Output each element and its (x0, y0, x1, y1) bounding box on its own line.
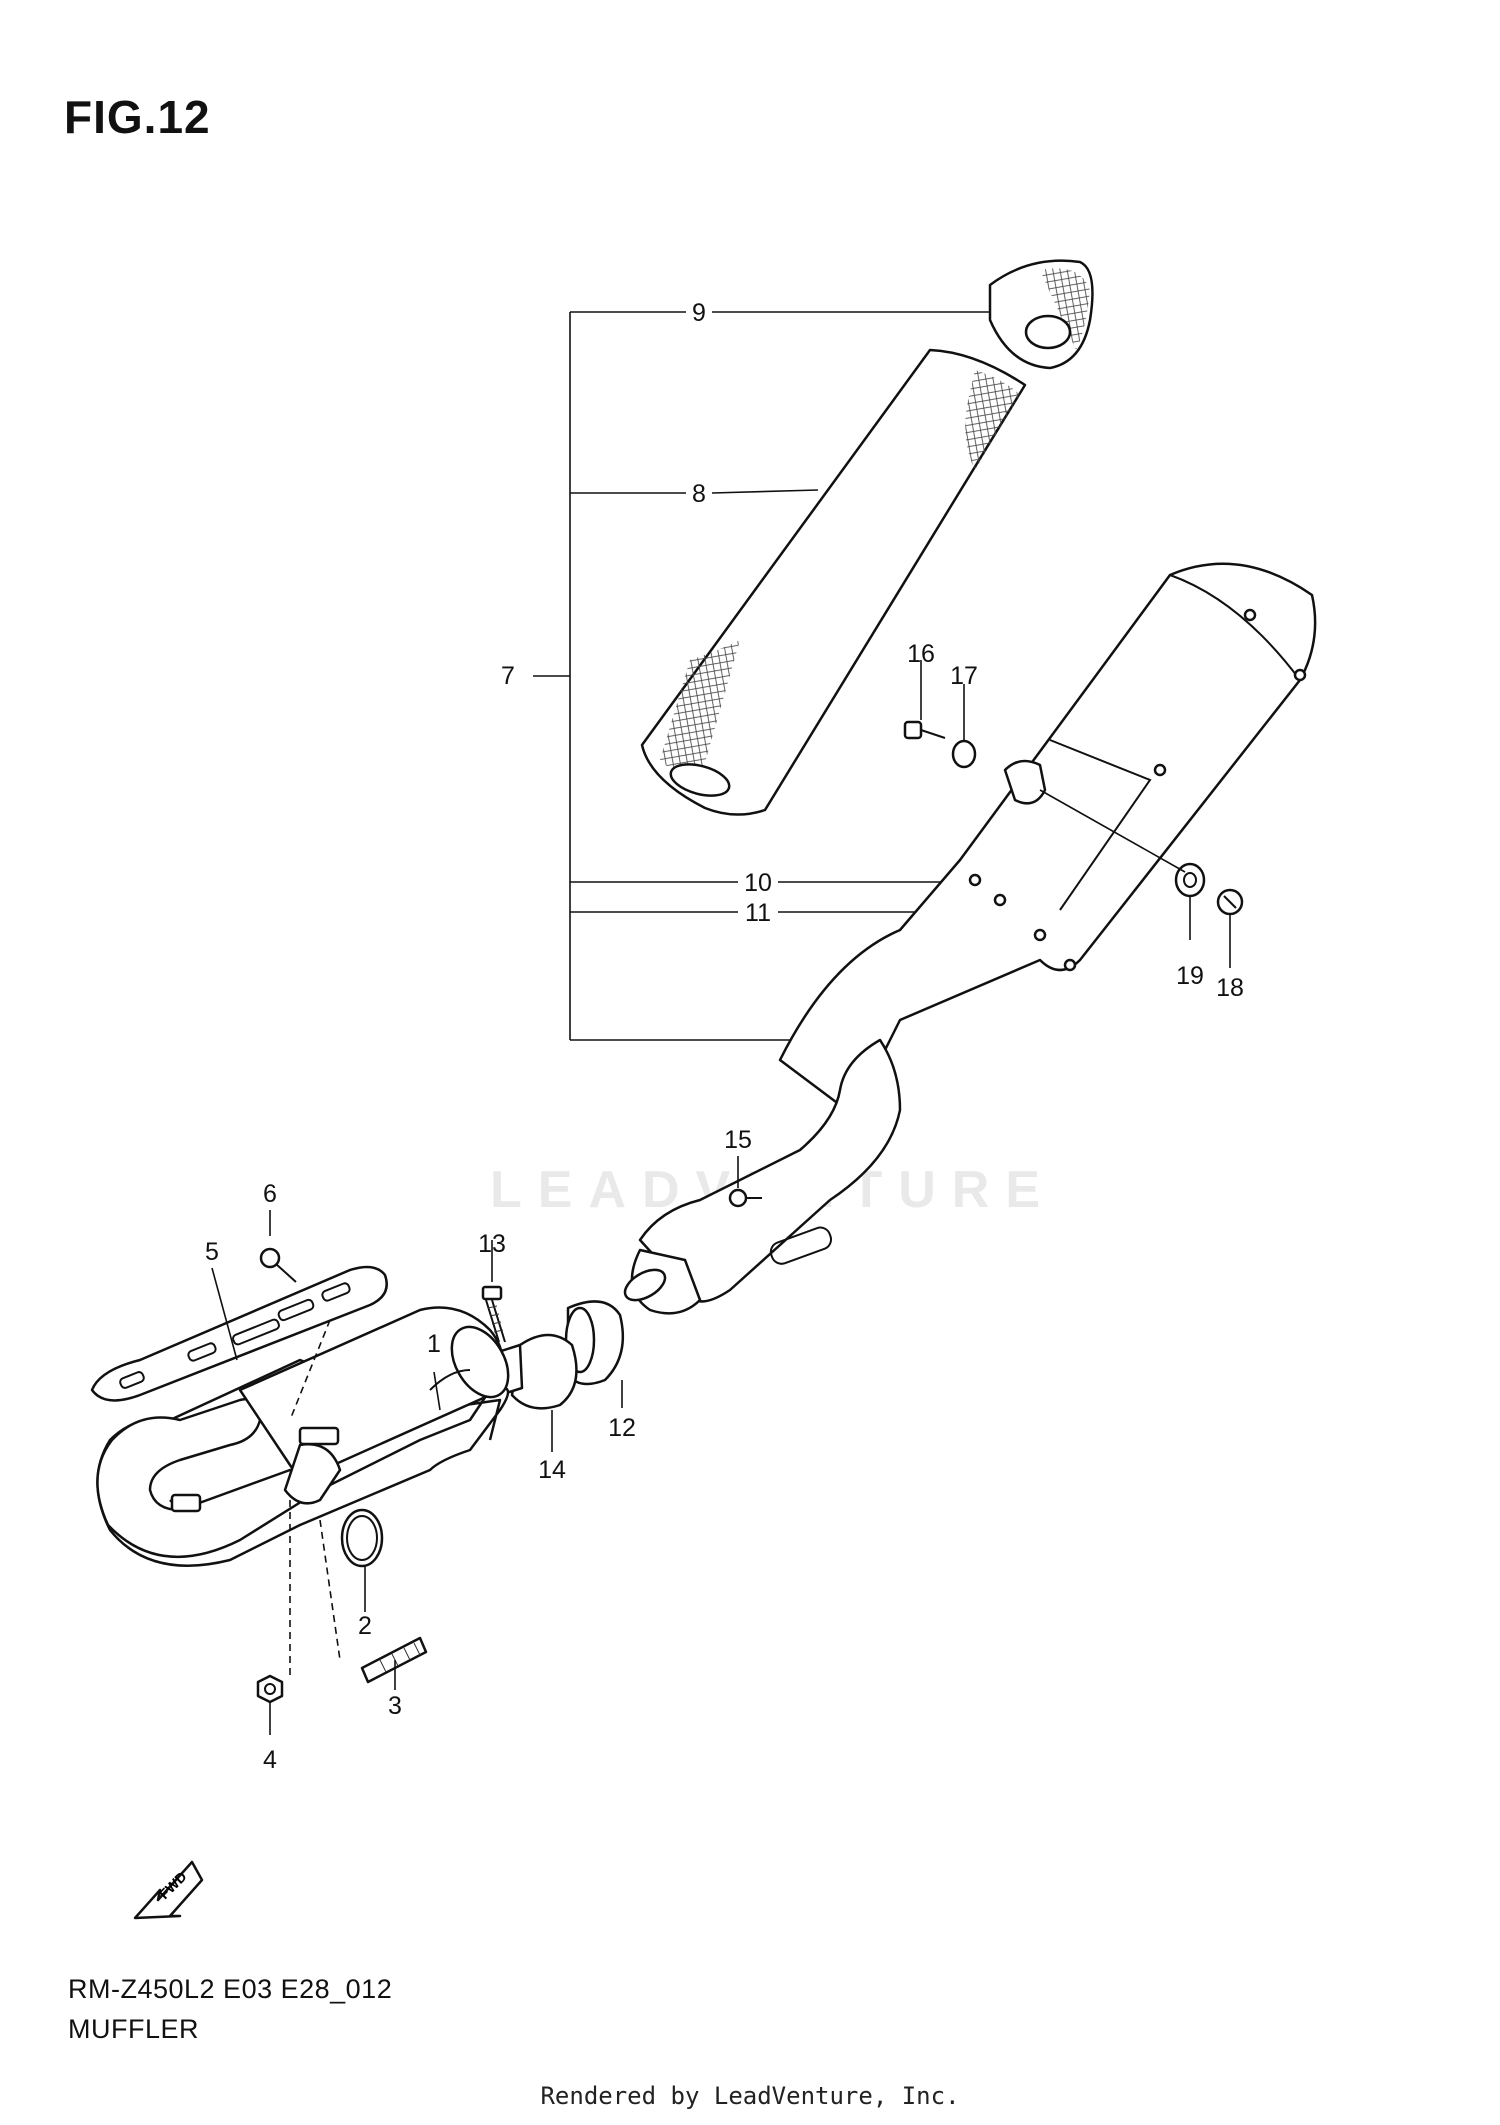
mid-pipe[interactable] (620, 1038, 902, 1315)
callout-10[interactable]: 10 (744, 869, 772, 897)
exhaust-pipe-part-1[interactable] (96, 1306, 519, 1567)
collar-part-19[interactable] (1174, 862, 1206, 898)
muffler-cover-part-8[interactable] (640, 348, 1027, 816)
callout-19[interactable]: 19 (1176, 962, 1204, 990)
end-cap-part-9[interactable] (988, 259, 1094, 370)
bolt-part-15[interactable] (728, 1188, 762, 1208)
callout-8[interactable]: 8 (692, 480, 706, 508)
o-ring-part-2[interactable] (340, 1508, 384, 1568)
figure-title: FIG.12 (64, 91, 211, 143)
heat-shield-part-5[interactable] (90, 1265, 388, 1402)
callout-18[interactable]: 18 (1216, 974, 1244, 1002)
callout-4[interactable]: 4 (263, 1746, 277, 1774)
leader-lines (211, 660, 1231, 1735)
callout-11[interactable]: 11 (745, 899, 771, 927)
callout-17[interactable]: 17 (950, 662, 978, 690)
bolt-part-13[interactable] (481, 1285, 506, 1343)
section-name: MUFFLER (68, 2014, 199, 2044)
bolt-part-6[interactable] (259, 1247, 297, 1283)
muffler-body[interactable] (778, 562, 1317, 1122)
group-7-bracket (533, 311, 1014, 1041)
callout-6[interactable]: 6 (263, 1180, 277, 1208)
forward-direction-arrow: FWD (133, 1860, 204, 1920)
bolt-part-18[interactable] (1216, 888, 1244, 916)
callout-labels: 1 2 3 4 5 6 7 8 9 10 11 12 13 14 15 16 1… (205, 299, 1244, 1774)
nut-part-4[interactable] (256, 1674, 284, 1704)
callout-13[interactable]: 13 (478, 1230, 506, 1258)
callout-15[interactable]: 15 (724, 1126, 752, 1154)
callout-5[interactable]: 5 (205, 1238, 219, 1266)
stud-part-3[interactable] (360, 1636, 428, 1684)
callout-2[interactable]: 2 (358, 1612, 372, 1640)
clamp-part-14[interactable] (496, 1333, 578, 1410)
bolt-part-16[interactable] (903, 720, 946, 740)
muffler-mount[interactable] (1003, 759, 1186, 873)
callout-16[interactable]: 16 (907, 640, 935, 668)
model-code: RM-Z450L2 E03 E28_012 (68, 1974, 393, 2004)
callout-7[interactable]: 7 (501, 662, 515, 690)
footer-credit: Rendered by LeadVenture, Inc. (540, 2082, 960, 2110)
callout-12[interactable]: 12 (608, 1414, 636, 1442)
callout-9[interactable]: 9 (692, 299, 706, 327)
callout-3[interactable]: 3 (388, 1692, 402, 1720)
callout-14[interactable]: 14 (538, 1456, 566, 1484)
washer-part-17[interactable] (951, 739, 977, 769)
callout-1[interactable]: 1 (427, 1330, 441, 1358)
